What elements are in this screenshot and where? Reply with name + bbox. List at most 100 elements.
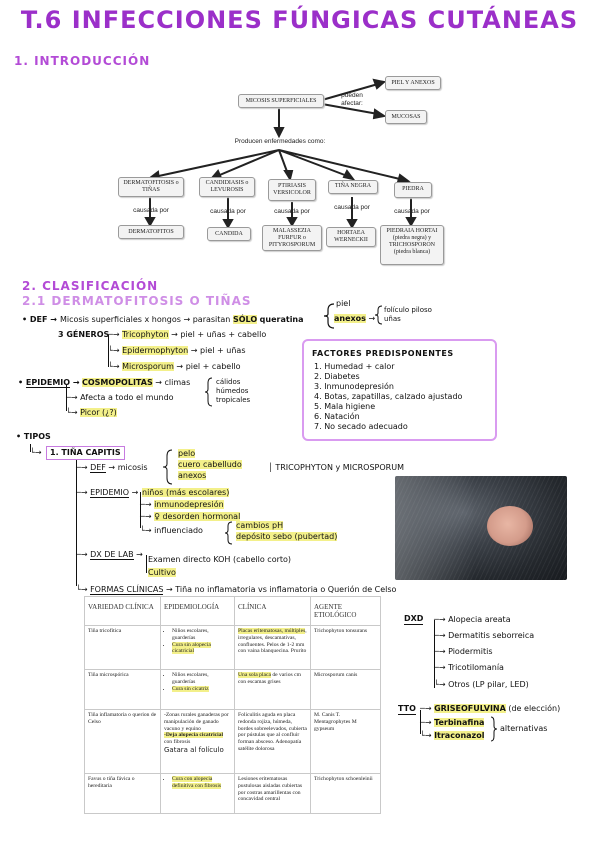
map-link-produce: Producen enfermedades como: <box>234 138 326 145</box>
dxd-1: ─→ Alopecia areata <box>434 615 511 624</box>
epidem-bracket <box>66 385 67 411</box>
genero-1: ─→ Tricophyton → piel + uñas + cabello <box>108 330 267 339</box>
capitis-epidem-bracket <box>140 492 141 528</box>
map-disease-dermatofitosis: DERMATOFITOSIS o TIÑAS <box>118 177 184 197</box>
def-brace <box>323 303 335 329</box>
table-cell: Trichophyton schoenleinii <box>310 773 381 814</box>
factor-5: 5. Mala higiene <box>314 402 376 411</box>
variedades-table: VARIEDAD CLÍNICA EPIDEMIOLOGÍA CLÍNICA A… <box>84 596 381 814</box>
def-anexos: anexos → <box>334 314 376 323</box>
map-caused-by-1: causada por <box>133 207 169 214</box>
table-cell: Microsporum canis <box>310 669 381 710</box>
tipos-label: • TIPOS <box>16 432 51 441</box>
tina-capitis-label: 1. TIÑA CAPITIS <box>46 446 125 460</box>
handwritten-note: Gatara al folículo <box>164 745 224 754</box>
factor-4: 4. Botas, zapatillas, calzado ajustado <box>314 392 463 401</box>
lesion-plaque <box>487 506 533 546</box>
map-cause-candida: CANDIDA <box>207 227 251 241</box>
generos-bracket <box>108 335 109 367</box>
capitis-site-1: pelo <box>178 449 196 458</box>
capitis-epi-2: ─→ inmunodepresión <box>140 500 224 509</box>
table-cell: -Zonas rurales ganaderas por manipulació… <box>160 709 235 774</box>
map-cause-piedraia: PIEDRAIA HORTAI (piedra negra) y TRICHOS… <box>380 225 444 265</box>
factors-box: FACTORES PREDISPONENTES 1. Humedad + cal… <box>302 339 497 441</box>
epidem-afecta: ─→ Afecta a todo el mundo <box>66 393 174 402</box>
list-item: Cura sin cicatriz <box>172 685 231 693</box>
epidem-cosmo: COSMOPOLITAS → climas <box>82 378 191 387</box>
tto-alt-2: └→ Itraconazol <box>420 731 485 740</box>
factor-2: 2. Diabetes <box>314 372 360 381</box>
capitis-influ-2: depósito sebo (pubertad) <box>236 532 338 541</box>
map-node-mucosas: MUCOSAS <box>385 110 427 124</box>
table-header: EPIDEMIOLOGÍA <box>160 596 235 626</box>
map-caused-by-4: causada por <box>334 204 370 211</box>
epidem-label: • EPIDEMIO → <box>18 378 80 388</box>
map-caused-by-5: causada por <box>394 208 430 215</box>
tto-alt-label: alternativas <box>500 724 548 733</box>
capitis-bracket <box>76 460 77 586</box>
table-cell: Favus o tiña fávica o hereditaria <box>84 773 161 814</box>
map-node-root: MICOSIS SUPERFICIALES <box>238 94 324 108</box>
tipos-arrow: └→ <box>30 448 42 457</box>
capitis-influ: └→ influenciado <box>140 526 203 535</box>
climas-brace <box>204 377 213 407</box>
def-text: Micosis superficiales x hongos → parasit… <box>60 315 304 324</box>
map-cause-malassezia: MALASSEZIA FURFUR o PITYROSPORUM <box>262 225 322 251</box>
map-caused-by-3: causada por <box>274 208 310 215</box>
dxd-3: ─→ Piodermitis <box>434 647 493 656</box>
subheading-dermatofitosis: 2.1 DERMATOFITOSIS O TIÑAS <box>22 294 252 308</box>
capitis-influ-1: cambios pH <box>236 521 284 530</box>
table-cell: Tiña tricofítica <box>84 625 161 670</box>
section-heading-intro: 1. INTRODUCCIÓN <box>14 54 151 68</box>
table-header: AGENTE ETIOLÓGICO <box>310 596 381 626</box>
dxd-bracket <box>434 620 435 688</box>
tto-alt-brace <box>490 716 498 742</box>
table-cell: Niños escolares, guarderías Cura sin alo… <box>160 625 235 670</box>
def-anexos-detail: folículo piloso uñas <box>384 306 432 323</box>
capitis-influ-brace <box>224 521 233 545</box>
tto-bracket <box>420 710 421 734</box>
factor-6: 6. Natación <box>314 412 360 421</box>
capitis-dx: ─→ DX DE LAB → <box>76 550 143 560</box>
capitis-site-3: anexos <box>178 471 207 480</box>
map-link-affect: pueden afectar: <box>341 92 363 107</box>
capitis-sites-brace <box>162 449 173 485</box>
map-cause-dermatofitos: DERMATOFITOS <box>118 225 184 239</box>
list-item: Niños escolares, guarderías <box>172 628 231 642</box>
page-title: T.6 INFECCIONES FÚNGICAS CUTÁNEAS <box>20 6 579 34</box>
def-label: • DEF → <box>22 315 57 324</box>
table-cell: Una sola placa de varios cm con escamas … <box>234 669 311 710</box>
capitis-dx-1: Examen directo KOH (cabello corto) <box>148 555 292 564</box>
capitis-epi-1: niños (más escolares) <box>142 488 230 497</box>
capitis-epidem: ─→ EPIDEMIO → <box>76 488 139 498</box>
table-row: Favus o tiña fávica o hereditaria Cura c… <box>84 773 381 814</box>
dxd-5: └→ Otros (LP pilar, LED) <box>434 680 529 689</box>
table-row: Tiña tricofítica Niños escolares, guarde… <box>84 625 381 670</box>
epidem-picor: └→ Picor (¿?) <box>66 408 117 417</box>
map-caused-by-2: causada por <box>210 208 246 215</box>
capitis-formas: └→ FORMAS CLÍNICAS → Tiña no inflamatori… <box>76 585 397 595</box>
map-disease-piedra: PIEDRA <box>394 182 432 198</box>
capitis-epi-3: ─→ ♀ desorden hormonal <box>140 512 241 521</box>
section-heading-clasificacion: 2. CLASIFICACIÓN <box>22 279 159 293</box>
table-cell: Foliculitis aguda en placa redonda rojiz… <box>234 709 311 774</box>
table-cell: Cura con alopecia definitiva con fibrosi… <box>160 773 235 814</box>
map-disease-tina-negra: TIÑA NEGRA <box>328 180 378 194</box>
table-row: Tiña microspórica Niños escolares, guard… <box>84 669 381 710</box>
dxd-label: DXD <box>404 614 424 625</box>
capitis-agents: │ TRICOPHYTON y MICROSPORUM <box>268 463 404 472</box>
map-node-piel: PIEL Y ANEXOS <box>385 76 441 90</box>
table-cell: M. Canis T. Mentagrophytes M gypseum <box>310 709 381 774</box>
table-cell: Niños escolares, guarderías Cura sin cic… <box>160 669 235 710</box>
climas-detail: cálidos húmedos tropicales <box>216 378 251 404</box>
table-header: CLÍNICA <box>234 596 311 626</box>
genero-2: └→ Epidermophyton → piel + uñas <box>108 346 246 355</box>
factor-3: 3. Inmunodepresión <box>314 382 394 391</box>
table-cell: Trichophyton tonsurans <box>310 625 381 670</box>
list-item: Cura sin alopecia cicatricial <box>172 641 231 656</box>
factor-7: 7. No secado adecuado <box>314 422 408 431</box>
dxd-2: ─→ Dermatitis seborreica <box>434 631 535 640</box>
tto-first: ─→ GRISEOFULVINA (de elección) <box>420 704 561 713</box>
table-cell: Tiña inflamatoria o querion de Celso <box>84 709 161 774</box>
list-item: Cura con alopecia definitiva con fibrosi… <box>172 776 231 790</box>
